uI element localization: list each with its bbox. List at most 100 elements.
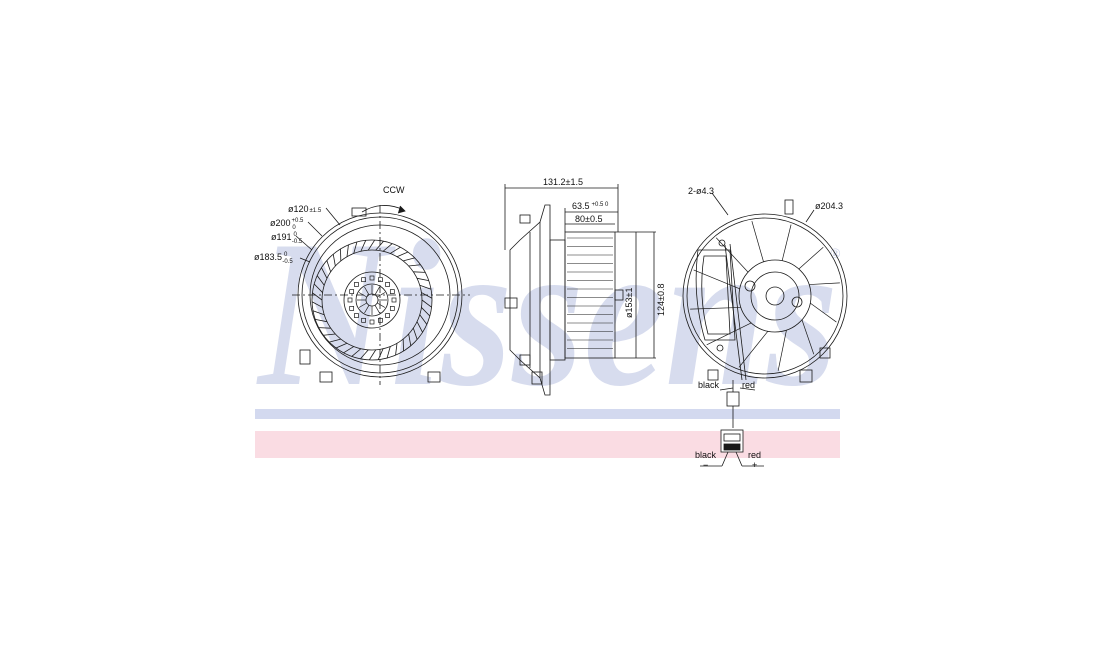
impeller-blade (332, 254, 336, 267)
rotation-label: CCW (383, 185, 405, 195)
impeller-blade (416, 277, 429, 282)
hub-rib (349, 289, 355, 294)
hub-spoke (364, 305, 370, 314)
hub-spoke (358, 292, 367, 298)
impeller-blade (367, 239, 376, 251)
rear-rib (693, 269, 740, 290)
hub-rib (354, 282, 359, 287)
hub-rib (389, 306, 395, 311)
rear-rib (801, 319, 815, 355)
hub-rib (349, 306, 355, 311)
hub-rib (361, 317, 366, 323)
hub-rib (391, 297, 397, 303)
rear-rib (738, 331, 769, 368)
impeller-blade (318, 327, 331, 329)
impeller-blade (360, 240, 367, 252)
hub-spoke (374, 305, 380, 314)
rear-rib (706, 322, 752, 346)
dim-d153: ø153±1 (624, 288, 634, 318)
impeller-blade (326, 260, 332, 272)
impeller-blade (421, 307, 431, 317)
rear-rib (715, 237, 749, 273)
hub-rib (361, 277, 366, 283)
dim-d204: ø204.3 (815, 201, 843, 211)
wire-label-red: red (742, 380, 755, 390)
dim-holes: 2-ø4.3 (688, 186, 714, 196)
watermark-text: Nissens (256, 198, 838, 430)
impeller-blade (416, 321, 423, 333)
rear-rib (751, 221, 764, 262)
impeller-blade (360, 349, 369, 360)
motor-cooling-fins (567, 237, 613, 349)
impeller-blade (312, 310, 325, 316)
hub-rib (369, 319, 375, 325)
rear-rib (798, 246, 824, 270)
impeller-blade (403, 257, 415, 262)
dim-124: 124±0.8 (656, 284, 666, 316)
impeller-blade (313, 283, 323, 293)
dim-80: 80±0.5 (575, 214, 602, 224)
connector-minus-sign: − (703, 460, 708, 470)
hub-rib (389, 289, 395, 294)
stripe-blue (255, 409, 840, 419)
hub-rib (347, 297, 353, 303)
impeller-blade (321, 267, 328, 279)
hub-spoke (377, 292, 386, 298)
impeller-blade (315, 318, 328, 323)
impeller-blade (390, 246, 401, 254)
impeller-blade (316, 275, 325, 286)
connector-label-black: black (695, 450, 717, 460)
side-view (504, 184, 656, 396)
rear-rib (810, 302, 837, 323)
rear-rib (690, 307, 741, 310)
impeller-blade (368, 349, 377, 361)
impeller-blade (419, 314, 428, 325)
impeller-blade (421, 299, 432, 308)
impeller-blade (375, 240, 384, 251)
wire-label-black: black (698, 380, 720, 390)
impeller-blade (408, 333, 412, 346)
impeller-blade (396, 251, 409, 258)
impeller-blade (323, 333, 336, 336)
impeller-blade (386, 346, 391, 359)
impeller-blade (353, 241, 358, 254)
impeller-blade (421, 292, 433, 299)
hub-rib (385, 313, 390, 318)
impeller-blade (412, 328, 418, 340)
rear-rib (781, 224, 792, 261)
hub-spoke (364, 286, 370, 295)
impeller-blade (395, 343, 398, 356)
connector-label-red: red (748, 450, 761, 460)
impeller-blade (419, 284, 432, 290)
hub-rib (385, 282, 390, 287)
impeller-blade (408, 264, 421, 267)
hub-rib (378, 317, 383, 323)
impeller-blade (335, 342, 348, 349)
impeller-blade (413, 271, 426, 273)
impeller-hub (347, 275, 397, 325)
impeller-blade (351, 348, 362, 357)
dim-d120: ø120±1.5 (288, 204, 322, 214)
connector-plus-sign: + (752, 460, 757, 470)
hub-spoke (358, 302, 367, 308)
connector (700, 429, 764, 467)
hub-spoke (374, 286, 380, 295)
impeller-blade (343, 346, 354, 354)
rear-view (682, 192, 848, 428)
impeller-blade (329, 338, 341, 343)
dim-63-5: 63.5+0.5 0 (572, 201, 609, 211)
dim-overall-length: 131.2±1.5 (543, 177, 583, 187)
impeller-blades (311, 239, 433, 361)
impeller-blade (311, 301, 323, 308)
hub-spoke (377, 302, 386, 308)
rear-rib (777, 330, 787, 371)
impeller-blade (312, 292, 323, 301)
impeller-blade (346, 244, 349, 257)
hub-rib (369, 275, 375, 281)
hub-rib (378, 277, 383, 283)
hub-rib (354, 313, 359, 318)
impeller-blade (377, 348, 384, 360)
